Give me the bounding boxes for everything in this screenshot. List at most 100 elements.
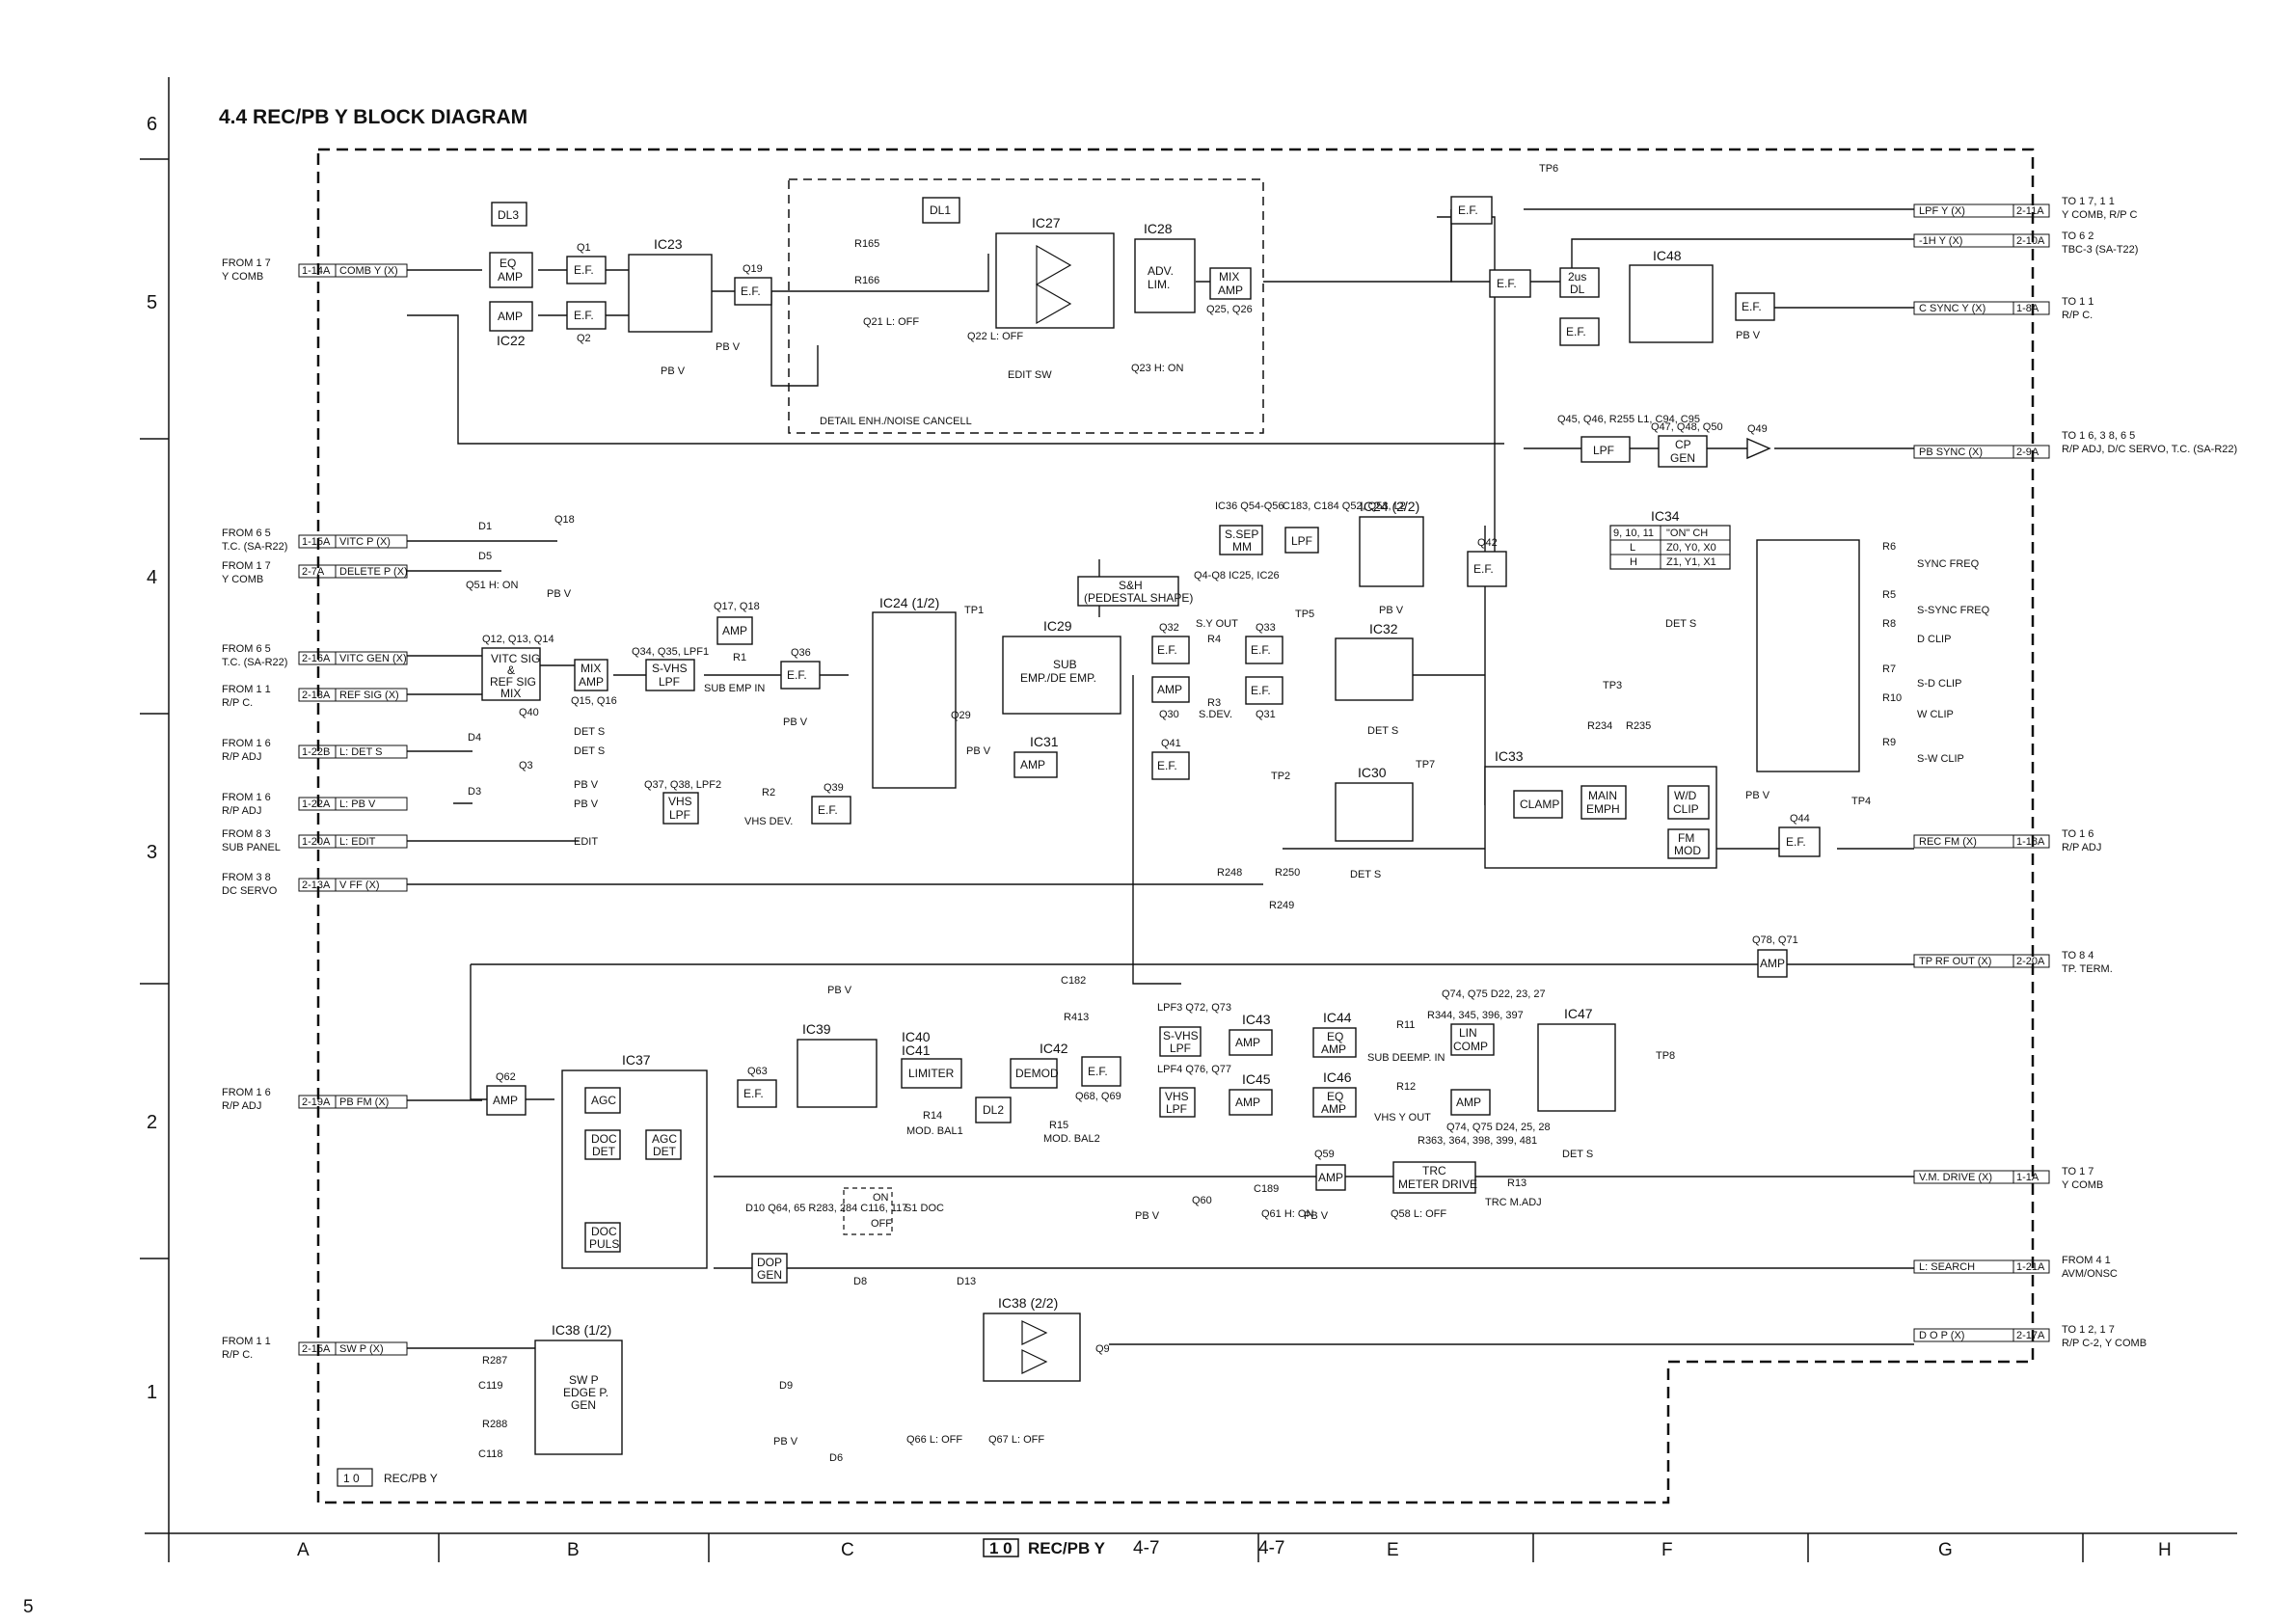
- svg-text:S1 DOC: S1 DOC: [905, 1203, 944, 1214]
- output-destination: TO 1 1: [2062, 296, 2093, 308]
- input-signal: PB FM (X): [339, 1096, 389, 1108]
- svg-text:SW P: SW P: [569, 1373, 599, 1387]
- q37-label: Q37, Q38, LPF2: [644, 779, 721, 791]
- q40-label: Q40: [519, 707, 539, 718]
- pb-v-ic24: PB V: [1379, 605, 1404, 616]
- r250-label: R250: [1275, 867, 1300, 879]
- block-dl1: DL1: [922, 197, 960, 224]
- svg-text:AMP: AMP: [1760, 957, 1785, 970]
- output-signal: PB SYNC (X): [1919, 447, 1983, 458]
- input-pin-box: [298, 797, 408, 811]
- output-signal: V.M. DRIVE (X): [1919, 1172, 1992, 1183]
- svg-text:DET: DET: [653, 1145, 677, 1158]
- d1-label: D1: [478, 521, 492, 532]
- svg-text:AGC: AGC: [591, 1094, 616, 1107]
- block-limiter: LIMITER: [901, 1058, 962, 1089]
- svg-text:METER DRIVE: METER DRIVE: [1398, 1177, 1477, 1191]
- r14-label: R14: [923, 1110, 942, 1122]
- block-ic47: IC47: [1537, 1006, 1616, 1112]
- board-number: 1 0: [343, 1472, 360, 1485]
- svg-text:E.F.: E.F.: [1473, 562, 1494, 576]
- r166-label: R166: [854, 275, 879, 286]
- output-signal: -1H Y (X): [1919, 235, 1962, 247]
- svg-text:S-VHS: S-VHS: [652, 662, 688, 675]
- input-signal: DELETE P (X): [339, 566, 408, 578]
- d6-label: D6: [829, 1452, 843, 1464]
- input-source-name: Y COMB: [222, 271, 263, 283]
- output-pin: 2-17A: [2016, 1330, 2045, 1341]
- pb-v-ic33: PB V: [1745, 790, 1770, 801]
- svg-text:COMP: COMP: [1453, 1040, 1488, 1053]
- input-source: FROM 8 3: [222, 828, 271, 840]
- svg-text:LIMITER: LIMITER: [908, 1067, 955, 1080]
- svg-text:IC31: IC31: [1030, 734, 1059, 749]
- output-destination: TO 6 2: [2062, 230, 2093, 242]
- block-ic48: IC48: [1629, 248, 1714, 343]
- q66-label: Q66 L: OFF: [906, 1434, 962, 1446]
- row-label-2: 2: [147, 1112, 157, 1133]
- input-source: FROM 6 5: [222, 528, 271, 539]
- block-ic39: IC39: [797, 1021, 878, 1108]
- svg-text:AMP: AMP: [1235, 1036, 1260, 1049]
- pb-v-ic39: PB V: [827, 985, 852, 996]
- output-pin: 2-20A: [2016, 956, 2045, 967]
- r11-label: R11: [1396, 1019, 1415, 1031]
- output-destination-name: Y COMB: [2062, 1179, 2103, 1191]
- svg-text:"ON" CH: "ON" CH: [1666, 528, 1708, 539]
- input-signal: L: EDIT: [339, 836, 376, 848]
- output-pin: 2-9A: [2016, 447, 2039, 458]
- svg-text:AMP: AMP: [498, 270, 523, 284]
- r235-label: R235: [1626, 720, 1651, 732]
- svg-text:E.F.: E.F.: [1157, 643, 1177, 657]
- block-ic37: IC37: [561, 1052, 708, 1269]
- d3-label: D3: [468, 786, 481, 798]
- det-s-1: DET S: [574, 726, 605, 738]
- block-doc-det: DOC DET: [584, 1129, 621, 1160]
- svg-text:CLIP: CLIP: [1673, 802, 1699, 816]
- input-source-name: DC SERVO: [222, 885, 278, 897]
- q58-label: Q58 L: OFF: [1391, 1208, 1446, 1220]
- block-ic44: EQ AMP IC44: [1312, 1010, 1357, 1058]
- output-pin-box: [1913, 954, 2050, 968]
- svg-text:S-W CLIP: S-W CLIP: [1917, 753, 1964, 765]
- svg-text:IC28: IC28: [1144, 221, 1173, 236]
- block-vitc-mix: VITC SIG & REF SIG MIX: [481, 647, 541, 701]
- input-signal: COMB Y (X): [339, 265, 398, 277]
- q74-75b-label: Q74, Q75 D24, 25, 28: [1446, 1122, 1551, 1133]
- vhs-dev-label: VHS DEV.: [744, 816, 793, 827]
- pb-v-ic24-12: PB V: [783, 717, 808, 728]
- svg-text:DL1: DL1: [930, 203, 951, 217]
- svg-text:VHS: VHS: [1165, 1090, 1189, 1103]
- svg-text:OFF: OFF: [871, 1218, 892, 1230]
- input-source-name: R/P C.: [222, 697, 253, 709]
- board-outline: [316, 148, 2035, 1504]
- q19-label: Q19: [743, 263, 763, 275]
- svg-text:Z0, Y0, X0: Z0, Y0, X0: [1666, 542, 1716, 554]
- svg-text:LIN: LIN: [1459, 1026, 1477, 1040]
- q9-label: Q9: [1095, 1343, 1110, 1355]
- input-source: FROM 1 7: [222, 257, 271, 269]
- block-ef-q1: E.F.: [566, 256, 607, 284]
- svg-text:IC39: IC39: [802, 1021, 831, 1037]
- svg-text:LIM.: LIM.: [1148, 278, 1170, 291]
- block-vhs-lpf: VHS LPF: [662, 792, 699, 825]
- block-amp-q59: AMP: [1315, 1164, 1346, 1191]
- r413-label: R413: [1064, 1012, 1089, 1023]
- output-destination-name: R/P C-2, Y COMB: [2062, 1338, 2147, 1349]
- block-ic46: EQ AMP IC46: [1312, 1069, 1357, 1118]
- det-s-ic34: DET S: [1665, 618, 1696, 630]
- block-main-emph: MAIN EMPH: [1580, 785, 1627, 820]
- pb-v-ic48: PB V: [1736, 330, 1761, 341]
- output-pin-box: [1913, 1259, 2050, 1274]
- svg-text:IC32: IC32: [1369, 621, 1398, 636]
- q78-71-label: Q78, Q71: [1752, 934, 1798, 946]
- block-vhs-lpf-2: VHS LPF: [1159, 1087, 1196, 1118]
- svg-text:DET: DET: [592, 1145, 616, 1158]
- block-demod: DEMOD: [1010, 1058, 1059, 1089]
- svg-text:E.F.: E.F.: [818, 803, 838, 817]
- block-fm-mod: FM MOD: [1667, 828, 1710, 859]
- q39-label: Q39: [824, 782, 844, 794]
- block-ef-q41: E.F.: [1151, 751, 1190, 780]
- svg-text:EDGE P.: EDGE P.: [563, 1386, 608, 1399]
- output-signal: L: SEARCH: [1919, 1261, 1975, 1273]
